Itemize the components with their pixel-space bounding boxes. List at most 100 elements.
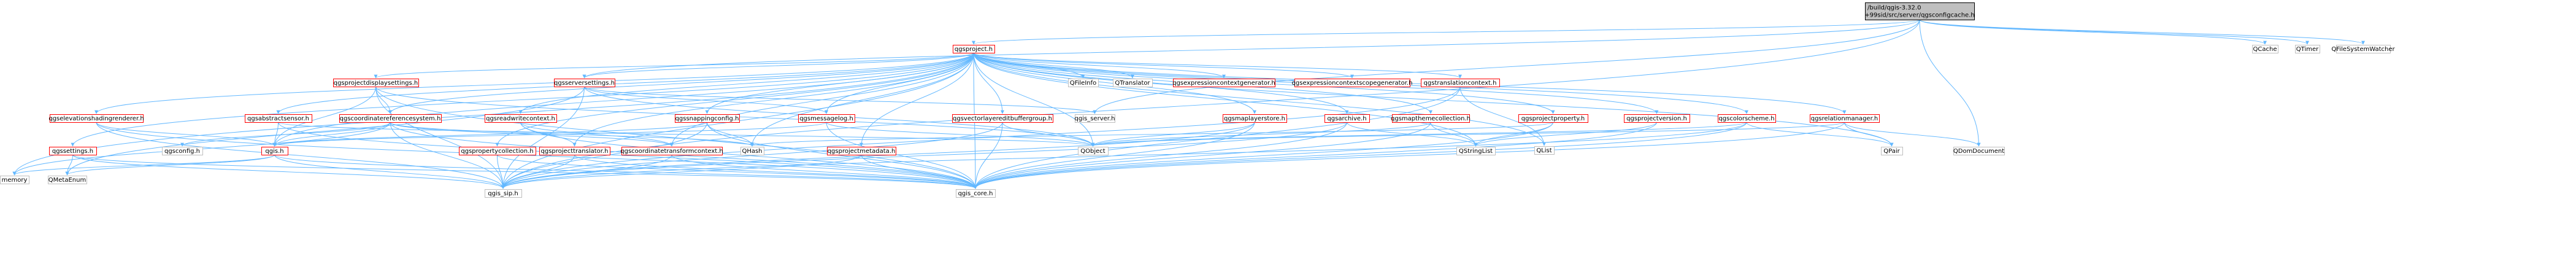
edge-qgsprojectdisplaysettings-to-qgscrs	[375, 86, 392, 114]
node-qgsexprctxscopegen[interactable]: qgsexpressioncontextscopegenerator.h	[1292, 79, 1413, 87]
node-box-qgsmapthemecollection	[1392, 114, 1470, 123]
edge-qgsproject-to-qgsvectorlayereditbuffergroup	[973, 52, 1004, 114]
node-qpair: QPair	[1881, 147, 1903, 155]
node-box-qstringlist	[1456, 147, 1496, 155]
node-qgsprojecttranslator[interactable]: qgsprojecttranslator.h	[539, 147, 610, 155]
node-box-qgis	[261, 147, 288, 155]
edge-qgsproject-to-qobject	[973, 52, 1095, 147]
node-qgsprojectversion[interactable]: qgsprojectversion.h	[1624, 114, 1690, 123]
node-label-qmetaenum: QMetaEnum	[48, 177, 86, 184]
node-label-qgscolorscheme: qgscolorscheme.h	[1718, 115, 1774, 122]
node-label-qgsprojectproperty: qgsprojectproperty.h	[1521, 115, 1585, 122]
node-qgis_sip: qgis_sip.h	[485, 189, 522, 198]
node-label-qgstranslationcontext: qgstranslationcontext.h	[1424, 80, 1497, 87]
node-label-qgsprojectversion: qgsprojectversion.h	[1626, 115, 1687, 122]
edge-qgssettings-to-qgis_sip	[72, 154, 505, 189]
node-qgssettings[interactable]: qgssettings.h	[49, 147, 97, 155]
edge-qgscolorscheme-to-qgis_sip	[501, 122, 1747, 189]
node-box-qgscoordtransformctx	[621, 147, 723, 155]
node-box-qgsexprctxgen	[1173, 79, 1275, 87]
node-box-qgssettings	[49, 147, 97, 155]
node-qgselevationshading[interactable]: qgselevationshadingrenderer.h	[48, 114, 144, 123]
edge-qgsrelationmanager-to-qdomdocument	[1844, 122, 1981, 147]
node-qgsserversettings[interactable]: qgsserversettings.h	[554, 79, 615, 87]
edge-qgselevationshading-to-qgis_sip	[96, 122, 505, 189]
node-qgsproject[interactable]: qgsproject.h	[953, 45, 995, 53]
node-qgsprojectproperty[interactable]: qgsprojectproperty.h	[1518, 114, 1588, 123]
node-box-qgssnappingconfig	[675, 114, 740, 123]
node-qgsexprctxgen[interactable]: qgsexpressioncontextgenerator.h	[1172, 79, 1275, 87]
edge-qgis-to-qgis_sip	[274, 154, 505, 189]
edge-qgsproject-to-qlist	[973, 52, 1546, 146]
node-qgsrelationmanager[interactable]: qgsrelationmanager.h	[1810, 114, 1880, 123]
node-qgsconfig: qgsconfig.h	[162, 147, 203, 155]
node-qgis[interactable]: qgis.h	[261, 147, 288, 155]
node-box-qgsrelationmanager	[1810, 114, 1880, 123]
node-qgsabstractsensor[interactable]: qgsabstractsensor.h	[245, 114, 312, 123]
node-qgscrs[interactable]: qgscoordinatereferencesystem.h	[339, 114, 442, 123]
node-box-qfswatcher	[2336, 45, 2391, 53]
node-qgsprojectdisplaysettings[interactable]: qgsprojectdisplaysettings.h	[333, 79, 419, 87]
edge-qgsproject-to-qhash	[750, 52, 974, 147]
node-qgscolorscheme[interactable]: qgscolorscheme.h	[1718, 114, 1776, 123]
edge-qgssnappingconfig-to-qgis_sip	[501, 122, 707, 189]
edge-qgsserversettings-to-qmetaenum	[65, 86, 585, 176]
edge-qgsmaplayerstore-to-qobject	[1091, 122, 1255, 147]
node-qgsmaplayerstore[interactable]: qgsmaplayerstore.h	[1223, 114, 1287, 123]
node-box-qgscolorscheme	[1718, 114, 1776, 123]
node-box-qgselevationshading	[50, 114, 144, 123]
node-box-qfileinfo	[1068, 79, 1099, 87]
node-qgstranslationcontext[interactable]: qgstranslationcontext.h	[1421, 79, 1500, 87]
node-box-memory	[0, 176, 29, 184]
node-qgssnappingconfig[interactable]: qgssnappingconfig.h	[675, 114, 740, 123]
node-label-qgis_sip: qgis_sip.h	[488, 190, 518, 197]
node-memory: memory	[0, 176, 29, 184]
node-label-qgsprojectdisplaysettings: qgsprojectdisplaysettings.h	[334, 80, 418, 87]
node-label-qgsmaplayerstore: qgsmaplayerstore.h	[1224, 115, 1285, 122]
edge-qgsproject-to-qgsprojecttranslator	[572, 52, 974, 147]
node-label-qpair: QPair	[1883, 148, 1900, 155]
node-qgspropertycollection[interactable]: qgspropertycollection.h	[459, 147, 536, 155]
edge-root-to-qcache	[1919, 19, 2267, 45]
node-box-qgsconfig	[162, 147, 203, 155]
edge-qgsproject-to-qgspropertycollection	[495, 52, 974, 147]
edge-qgssettings-to-qgis_core	[72, 154, 977, 189]
edge-qgsproject-to-qgssettings	[71, 52, 974, 147]
node-box-qgsmessagelog	[798, 114, 855, 123]
node-label-qgscoordtransformctx: qgscoordinatetransformcontext.h	[620, 148, 723, 155]
edge-qgscoordtransformctx-to-qgis_sip	[501, 154, 672, 189]
node-box-qtranslator	[1113, 79, 1153, 87]
edge-qgsproject-to-qgsabstractsensor	[276, 52, 974, 114]
edge-qgsprojectdisplaysettings-to-qgis	[272, 86, 376, 147]
node-qfileinfo: QFileInfo	[1068, 79, 1099, 87]
edges-layer	[12, 19, 2365, 189]
node-qgsreadwritecontext[interactable]: qgsreadwritecontext.h	[485, 114, 557, 123]
node-label-qgsprojecttranslator: qgsprojecttranslator.h	[541, 148, 609, 155]
node-qgsprojectmetadata[interactable]: qgsprojectmetadata.h	[827, 147, 896, 155]
node-qgsvectorlayereditbuffergroup[interactable]: qgsvectorlayereditbuffergroup.h	[952, 114, 1053, 123]
node-box-qgsprojecttranslator	[539, 147, 610, 155]
edge-qgscrs-to-qgis	[272, 122, 391, 147]
node-box-qgis_server	[1075, 114, 1115, 123]
node-qgsmapthemecollection[interactable]: qgsmapthemecollection.h	[1391, 114, 1471, 123]
node-box-qgspropertycollection	[459, 147, 536, 155]
edge-qgsproject-to-qstringlist	[973, 52, 1478, 147]
node-qstringlist: QStringList	[1456, 147, 1496, 155]
node-qgscoordtransformctx[interactable]: qgscoordinatetransformcontext.h	[620, 147, 723, 155]
node-label-qgsproject: qgsproject.h	[955, 46, 993, 53]
node-box-qgsproject	[953, 45, 995, 53]
edge-qgsprojectdisplaysettings-to-qgis_sip	[375, 86, 505, 189]
node-qdomdocument: QDomDocument	[1953, 147, 2005, 155]
node-qgsarchive[interactable]: qgsarchive.h	[1325, 114, 1370, 123]
edge-qgsrelationmanager-to-qpair	[1844, 122, 1894, 147]
edge-root-to-qgsserversettings	[582, 19, 1920, 79]
edge-qgscrs-to-qgis_core	[390, 122, 977, 189]
node-label-memory: memory	[2, 177, 28, 184]
edge-qgsmapthemecollection-to-qobject	[1091, 122, 1431, 147]
node-box-qgis_sip	[485, 189, 522, 198]
node-label-qfileinfo: QFileInfo	[1070, 80, 1097, 87]
node-label-qgis: qgis.h	[265, 148, 283, 155]
node-qgsmessagelog[interactable]: qgsmessagelog.h	[798, 114, 855, 123]
node-box-qgsprojectdisplaysettings	[333, 79, 419, 87]
edge-qgsproject-to-qgselevationshading	[94, 52, 974, 114]
